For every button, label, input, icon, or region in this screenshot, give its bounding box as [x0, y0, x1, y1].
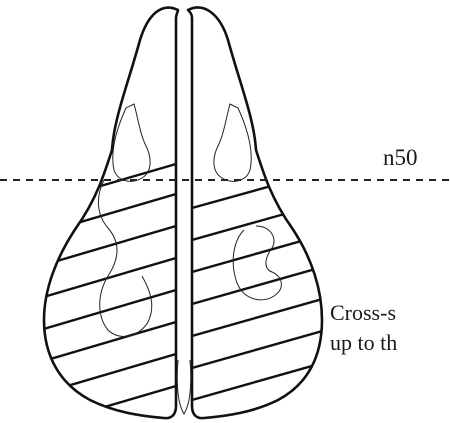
left-hatching	[40, 164, 176, 420]
right-hemisphere-outline	[188, 8, 322, 419]
right-inner-structure-upper	[214, 104, 251, 181]
caption-line-1: Cross-s	[330, 300, 396, 325]
level-label: n50	[383, 145, 418, 170]
caption-line-2: up to th	[330, 330, 397, 355]
right-hatching	[192, 178, 326, 423]
right-inner-structure-lower	[233, 226, 281, 300]
midline-fissure	[177, 360, 191, 414]
